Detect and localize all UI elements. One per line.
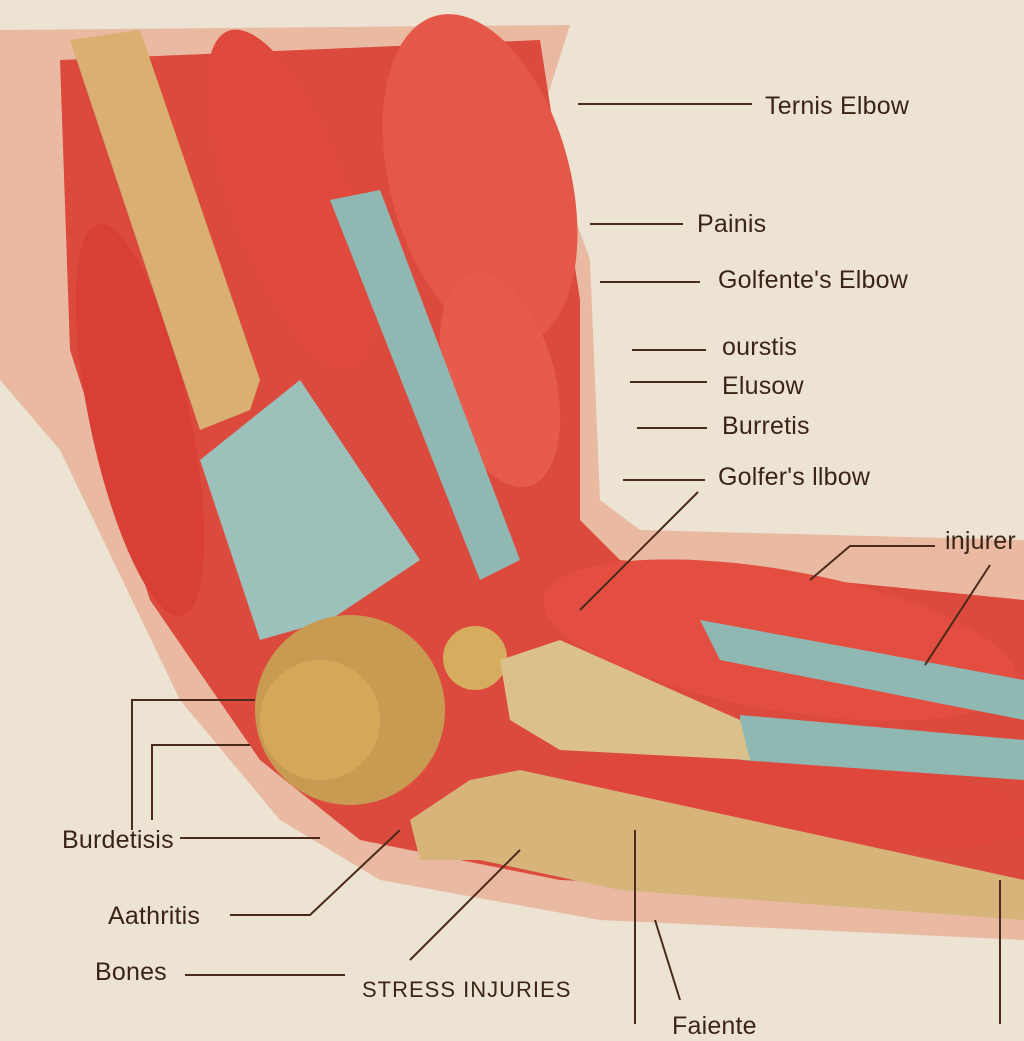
tendon (740, 715, 1024, 780)
humerus-bone (70, 30, 260, 430)
label-bones: Bones (95, 958, 167, 986)
humerus-head-inner (260, 660, 380, 780)
label-tennis-elbow: Ternis Elbow (765, 92, 910, 120)
label-burretis: Burretis (722, 412, 810, 440)
label-aathritis: Aathritis (108, 902, 201, 930)
muscle (206, 29, 374, 371)
tendon (700, 620, 1024, 720)
tendon (330, 190, 520, 580)
tendon (200, 380, 420, 640)
label-injurer: injurer (945, 527, 1016, 555)
label-faiente: Faiente (672, 1012, 757, 1040)
label-elusow: Elusow (722, 372, 804, 400)
radial-head (443, 626, 507, 690)
ulna-bone (410, 770, 1024, 920)
label-golfentes-elbow: Golfente's Elbow (718, 266, 909, 294)
leader-lines (131, 103, 1001, 1024)
radius-bone (500, 640, 750, 760)
label-painis: Painis (697, 210, 767, 238)
muscle (382, 14, 578, 346)
label-burdetisis: Burdetisis (62, 826, 174, 854)
label-golfers-elbow: Golfer's llbow (718, 463, 871, 491)
label-ourstis: ourstis (722, 333, 798, 361)
label-stress-injuries: STRESS INJURIES (362, 977, 572, 1002)
muscle (75, 224, 205, 616)
